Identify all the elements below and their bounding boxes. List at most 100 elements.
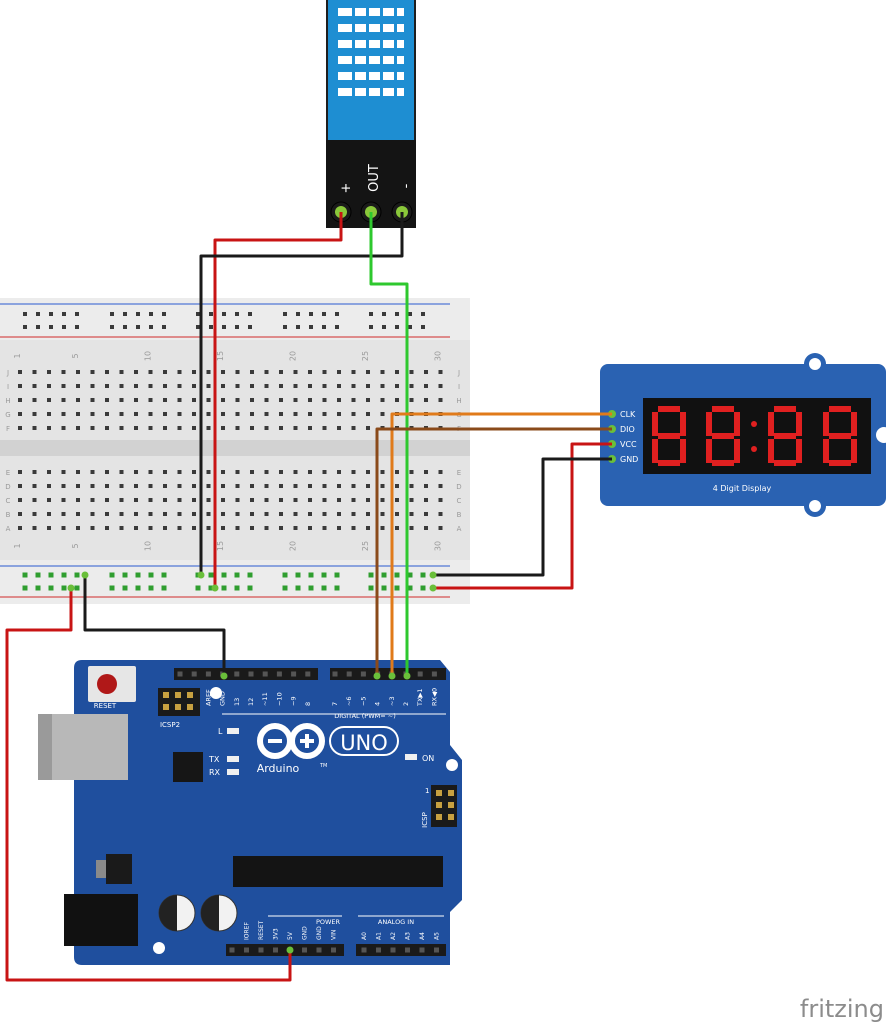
grille-divider (394, 8, 397, 16)
breadboard-hole (206, 470, 211, 474)
digital-pin-label: 7 (331, 702, 339, 706)
center-channel (0, 440, 470, 456)
rail-hole (247, 572, 253, 578)
chip-small (173, 752, 203, 782)
breadboard-hole (351, 412, 356, 416)
header-pin[interactable] (302, 947, 307, 953)
breadboard-hole (148, 512, 153, 516)
header-pin[interactable] (360, 671, 366, 677)
header-pin[interactable] (273, 947, 278, 953)
header-pin[interactable] (262, 671, 268, 677)
breadboard-hole (61, 426, 66, 430)
breadboard-hole (221, 470, 225, 474)
power-jack (64, 894, 138, 946)
sensor-grille (328, 0, 414, 140)
header-pin[interactable] (276, 671, 282, 677)
wire-display-gnd[interactable] (433, 457, 612, 577)
wire-sensor-out[interactable] (369, 212, 409, 676)
rail-hole (74, 572, 80, 578)
header-pin[interactable] (244, 947, 249, 953)
mount-hole-1 (153, 942, 165, 954)
header-pin[interactable] (248, 671, 254, 677)
header-pin[interactable] (419, 947, 425, 953)
header-pin[interactable] (191, 671, 197, 677)
wire-dio[interactable] (375, 427, 612, 676)
rail-hole (75, 312, 79, 316)
header-pin[interactable] (434, 947, 439, 953)
digital-pin-label: TX▶1 (416, 688, 424, 707)
breadboard-hole (366, 370, 370, 374)
breadboard-hole (264, 426, 269, 430)
wire-display-vcc[interactable] (433, 442, 612, 590)
grille-divider (352, 40, 355, 48)
wire-sensor-gnd[interactable] (199, 212, 404, 575)
breadboard-hole (409, 526, 414, 530)
breadboard-hole (337, 526, 341, 530)
header-pin[interactable] (305, 671, 311, 677)
breadboard-hole (322, 526, 327, 530)
header-pin[interactable] (390, 947, 396, 953)
breadboard-hole (264, 470, 269, 474)
breadboard-hole (105, 470, 109, 474)
breadboard-hole (192, 470, 196, 474)
grille-divider (380, 56, 383, 64)
wire-gnd[interactable] (83, 575, 226, 676)
led-tx (227, 756, 239, 762)
rail-hole (221, 572, 227, 578)
wire-sensor-vcc[interactable] (213, 212, 343, 588)
digit-segment (658, 406, 680, 412)
header-pin[interactable] (361, 947, 367, 953)
breadboard-hole (134, 512, 138, 516)
breadboard-hole (134, 384, 138, 388)
breadboard-hole (308, 384, 312, 388)
header-pin[interactable] (258, 947, 264, 953)
breadboard-hole (337, 426, 341, 430)
grille-divider (380, 8, 383, 16)
header-pin[interactable] (316, 947, 322, 953)
breadboard-hole (177, 512, 182, 516)
power-pin-label: 5V (287, 931, 294, 940)
display-pin-gnd-label: GND (620, 455, 638, 464)
header-pin[interactable] (431, 671, 437, 677)
wire-5v[interactable] (5, 588, 292, 982)
breadboard-hole (250, 370, 254, 374)
rail-hole (136, 312, 140, 316)
header-pin[interactable] (205, 671, 211, 677)
header-pin[interactable] (417, 671, 423, 677)
rail-hole (407, 572, 413, 578)
mount-hole-2 (450, 914, 462, 926)
icsp-label: ICSP (421, 812, 429, 828)
breadboard-hole (264, 484, 269, 488)
reset-button-cap[interactable] (97, 674, 117, 694)
rail-hole (334, 572, 340, 578)
breadboard-hole (366, 426, 370, 430)
breadboard-hole (337, 384, 341, 388)
rail-hole (368, 572, 374, 578)
arduino-logo-icon (257, 723, 325, 759)
wires (5, 212, 612, 982)
grille-slot (338, 72, 404, 80)
header-pin[interactable] (376, 947, 381, 953)
header-pin[interactable] (177, 671, 183, 677)
wire-clk[interactable] (390, 412, 612, 676)
header-pin[interactable] (291, 671, 297, 677)
column-number: 10 (144, 351, 153, 361)
header-pin[interactable] (331, 947, 336, 953)
header-pin[interactable] (332, 671, 338, 677)
grille-divider (380, 24, 383, 32)
breadboard-hole (250, 484, 254, 488)
rail-hole (36, 312, 40, 316)
breadboard-hole (119, 526, 124, 530)
rail-hole (322, 325, 326, 329)
breadboard-hole (76, 426, 80, 430)
header-pin[interactable] (346, 671, 352, 677)
header-pin[interactable] (405, 947, 410, 953)
breadboard-hole (32, 370, 37, 374)
breadboard-hole (177, 470, 182, 474)
row-letter: H (456, 397, 461, 405)
header-pin[interactable] (229, 947, 235, 953)
grille-divider (380, 88, 383, 96)
grille-divider (394, 40, 397, 48)
header-pin[interactable] (234, 671, 240, 677)
